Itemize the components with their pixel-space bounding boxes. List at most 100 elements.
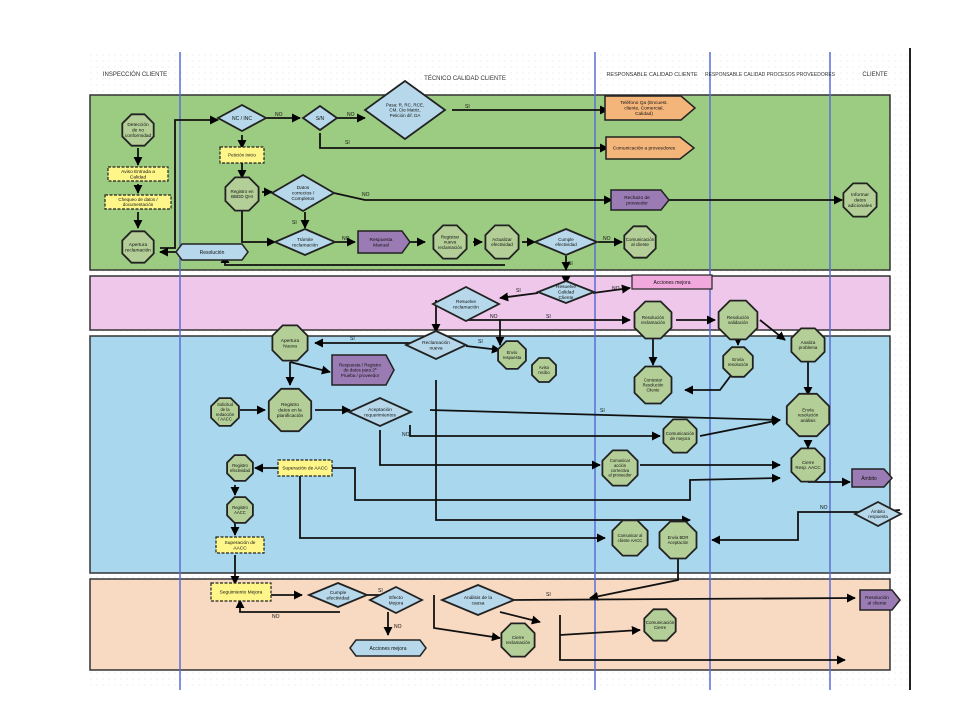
connector [559,615,846,665]
connector [333,192,613,205]
node-acciones-top: Acciones mejora [631,274,713,290]
connector [330,467,781,501]
edge-label: NO [362,192,370,198]
connector [299,468,606,543]
node-label: S/N [316,116,325,122]
connector [592,284,631,294]
node-si-no: S/N [301,104,339,132]
node-label: Chequeo de datos /documentación [118,197,158,207]
connector [465,344,501,354]
connector [759,319,786,341]
edge-label: SI [478,339,483,345]
edge-label: SI [516,288,521,294]
edge-label: SI [345,140,350,146]
node-label: Resolución [200,250,225,256]
connector [319,133,609,153]
connector [241,210,276,247]
edge-label: NO [272,614,280,620]
node-label: Acciones mejora [370,646,407,652]
edge-label: NO [347,112,355,118]
connector [379,430,601,470]
connector [289,361,331,375]
node-label: Pasa: R, RC, RCE,CM, Cte Matriz,Petición… [386,102,424,117]
edge-label: SI [378,588,383,594]
connector [435,380,691,525]
node-nc-inc: NC / INC [216,103,268,133]
edge-label: SI [546,314,551,320]
node-superacion-aacc: Superación de AACC [277,459,333,477]
lane-header-supplier-resp: RESPONSABLE CALIDAD PROCESOS PROVEEDORES [705,72,836,78]
node-acciones-bottom: Acciones mejora [349,639,427,657]
lane-header-quality-resp: RESPONSABLE CALIDAD CLIENTE [606,72,697,78]
connector [589,556,679,601]
connector [433,595,501,642]
edge-label: NO [490,314,498,320]
edge-label: SI [568,261,573,267]
edge-label: NO [402,432,410,438]
band-analysis [89,335,891,574]
edge-label: SI [350,336,355,342]
connector [559,626,641,636]
node-label: Seguimiento Mejora [220,590,263,596]
node-label: Superación de AACC [282,466,328,472]
connector [699,417,781,437]
node-label: Teléfono Qa (Encuest.cliente, Comercial,… [620,100,667,117]
edge-label: SI [600,408,605,414]
lane-header-technician: TÉCNICO CALIDAD CLIENTE [424,75,506,82]
node-label: Acciones mejora [654,280,691,286]
